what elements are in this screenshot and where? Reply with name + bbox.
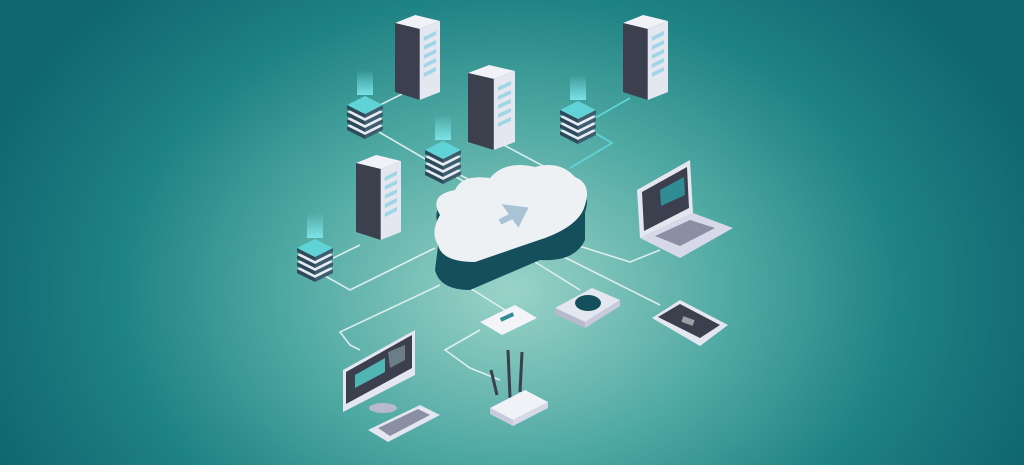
laptop-icon — [637, 160, 733, 258]
server-icon — [395, 15, 440, 100]
database-icon — [297, 213, 333, 282]
server-icon — [468, 65, 515, 150]
keyboard-icon — [368, 405, 440, 442]
server-icon — [356, 155, 401, 240]
desktop-monitor-icon — [343, 330, 415, 413]
router-icon — [489, 349, 548, 426]
server-icon — [623, 15, 668, 100]
database-icon — [560, 75, 596, 144]
report-icon — [480, 305, 537, 335]
servers — [356, 15, 668, 240]
cloud-upload-icon — [434, 164, 588, 290]
database-icon — [425, 115, 461, 184]
hard-disk-icon — [555, 288, 620, 328]
databases — [297, 70, 596, 282]
accent-connector — [569, 97, 631, 169]
database-icon — [347, 70, 383, 139]
smartphone-icon — [652, 300, 728, 346]
